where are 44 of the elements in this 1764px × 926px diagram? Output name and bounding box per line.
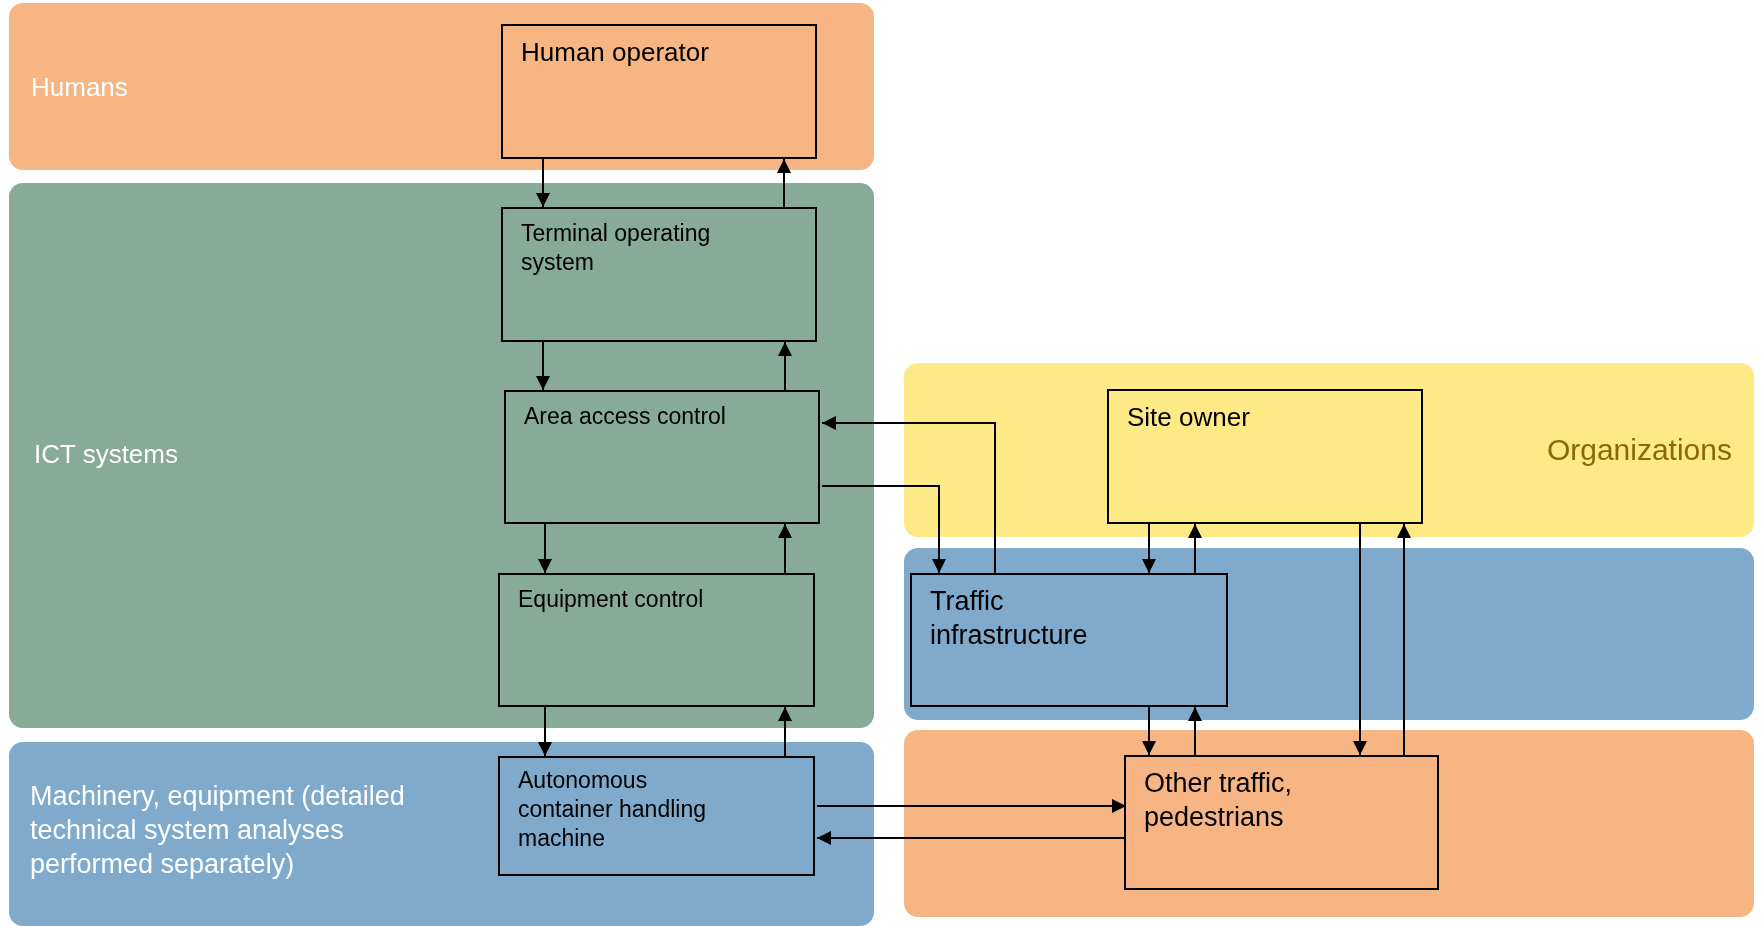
arrow <box>538 523 552 574</box>
box-label: Other traffic, pedestrians <box>1144 767 1294 834</box>
group-band <box>9 3 874 170</box>
arrow <box>1397 523 1411 756</box>
arrow <box>777 158 791 208</box>
group-band <box>9 183 874 728</box>
box-label: Site owner <box>1127 401 1250 434</box>
process-box <box>498 756 815 876</box>
group-label: Machinery, equipment (detailed technical system analyses performed separately) <box>30 780 406 881</box>
group-label: Humans <box>31 71 128 104</box>
group-band <box>904 730 1754 917</box>
process-box <box>1124 755 1439 890</box>
arrow <box>536 158 550 208</box>
box-label: Human operator <box>521 36 709 69</box>
box-label: Autonomous container handling machine <box>518 766 707 853</box>
group-band <box>904 363 1754 537</box>
process-box <box>501 24 817 159</box>
arrow <box>778 341 792 391</box>
arrow <box>821 416 996 574</box>
arrow <box>1142 523 1156 574</box>
group-band <box>904 548 1754 720</box>
process-box <box>504 390 820 524</box>
arrow <box>1142 706 1156 756</box>
arrow <box>536 341 550 391</box>
arrow <box>1188 706 1202 756</box>
arrow <box>1188 523 1202 574</box>
process-box <box>501 207 817 342</box>
group-band <box>9 742 874 926</box>
box-label: Traffic infrastructure <box>930 585 1089 652</box>
arrow <box>821 485 946 574</box>
group-label: Organizations <box>1546 432 1732 468</box>
arrow <box>816 831 1127 845</box>
arrow <box>1353 523 1367 756</box>
process-box <box>1107 389 1423 524</box>
group-label: ICT systems <box>34 438 178 471</box>
arrow <box>778 706 792 757</box>
box-label: Area access control <box>524 402 727 431</box>
arrow <box>816 799 1127 813</box>
arrow <box>778 523 792 574</box>
arrow <box>538 706 552 757</box>
process-box <box>498 573 815 707</box>
box-label: Terminal operating system <box>521 219 712 277</box>
box-label: Equipment control <box>518 585 705 614</box>
process-box <box>910 573 1228 707</box>
